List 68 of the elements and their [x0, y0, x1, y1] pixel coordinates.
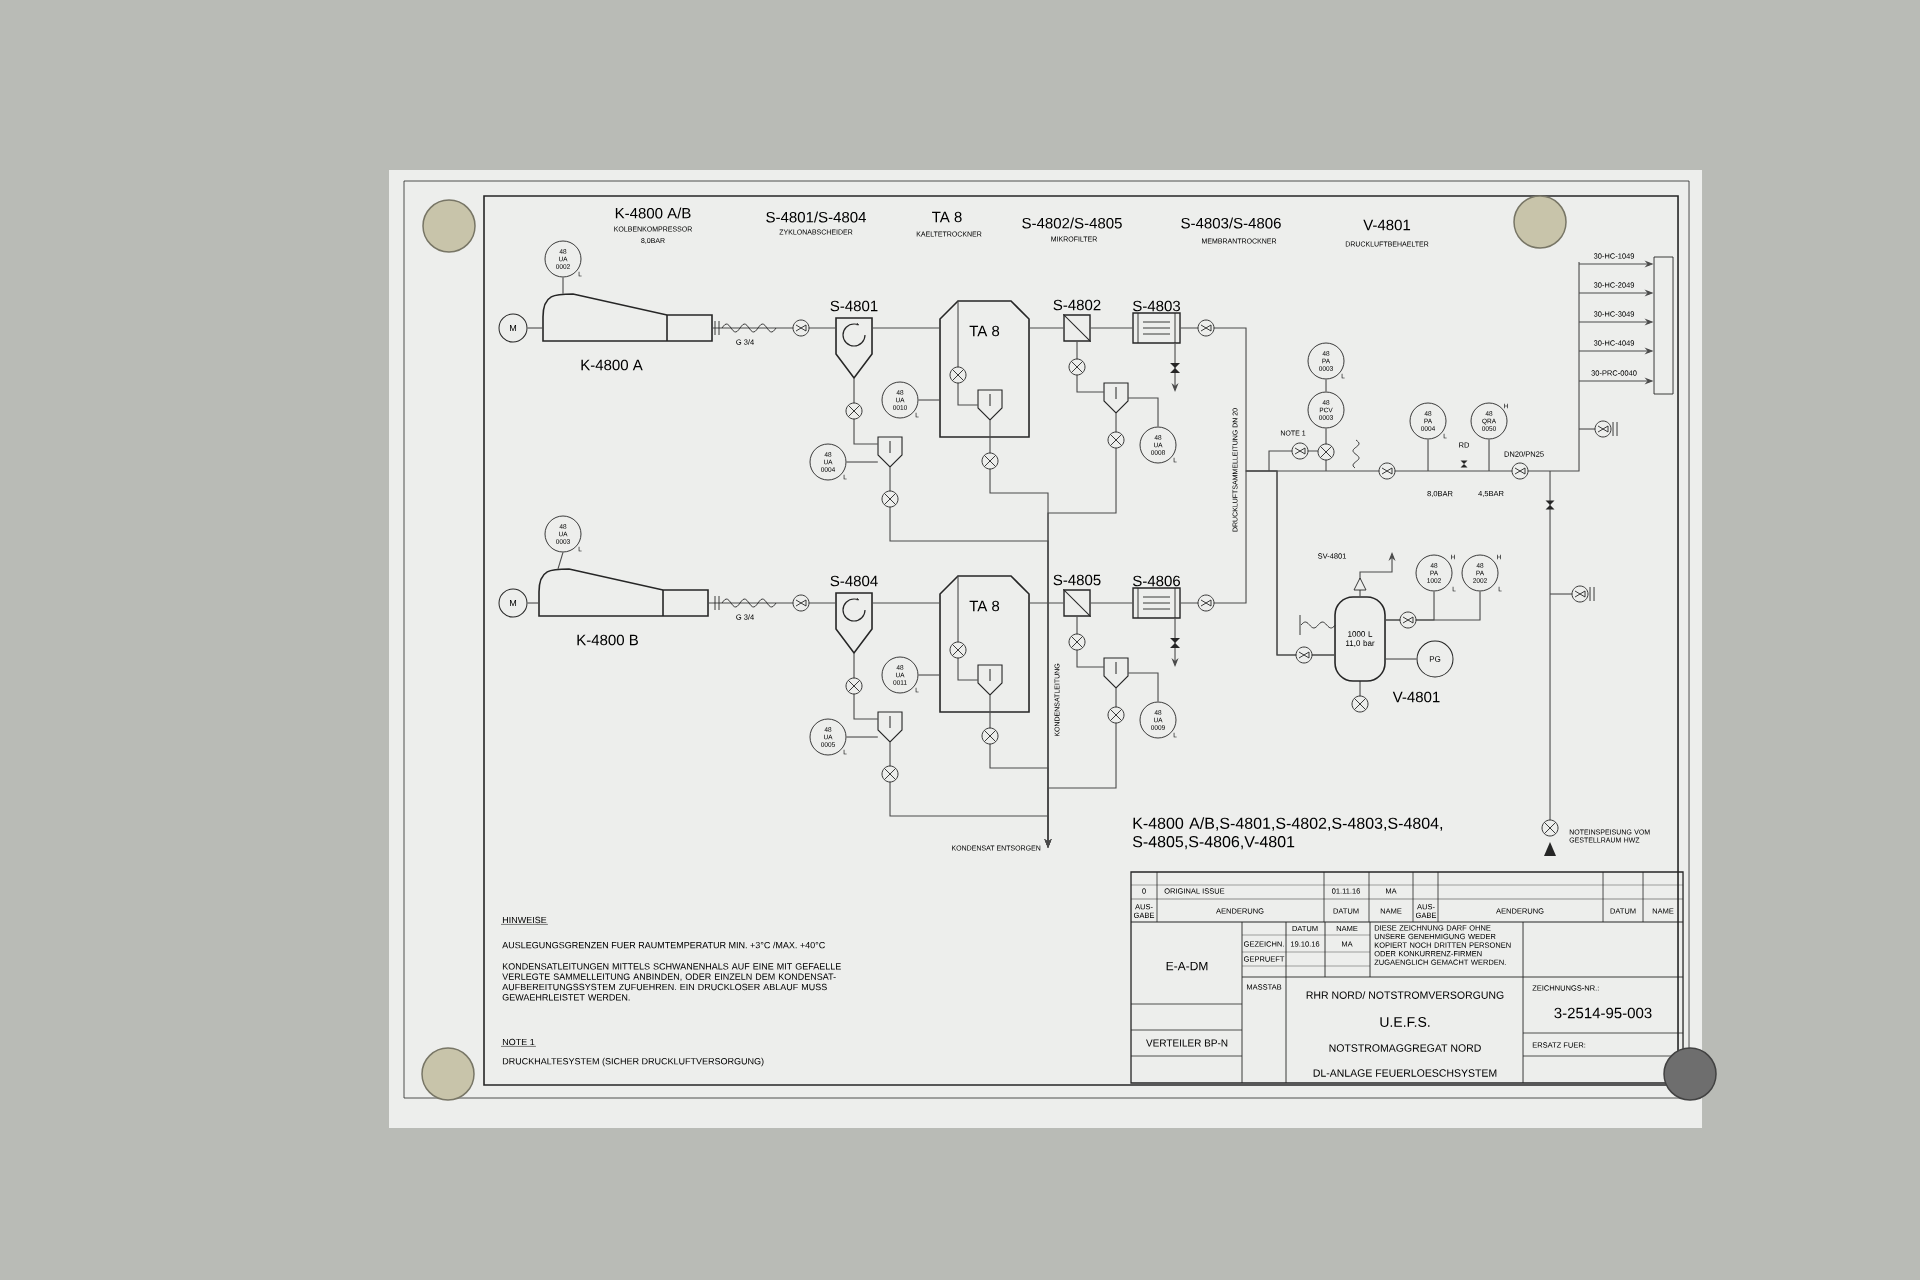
equipment-tag: K-4800 A/B — [615, 207, 691, 219]
compressor-drawing: K-4800 B — [538, 568, 709, 646]
dryer-vessel: TA 8 — [939, 300, 1030, 438]
connection-line — [1325, 427, 1327, 472]
connection-line — [1180, 470, 1335, 656]
connection-line — [707, 602, 837, 604]
connection-line — [1385, 658, 1418, 660]
connection-line — [1090, 327, 1133, 329]
drawing-title: RHR NORD/ NOTSTROMVERSORGUNG — [1306, 991, 1504, 999]
equipment-tag: S-4802/S-4805 — [1022, 217, 1122, 229]
connection-line — [1385, 590, 1481, 621]
connection-line — [1127, 397, 1159, 428]
dryer-vessel: TA 8 — [939, 575, 1030, 713]
condensate-trap — [977, 664, 1003, 696]
equipment-tag: V-4801 — [1392, 691, 1440, 703]
note-text: KONDENSATLEITUNGEN MITTELS SCHWANENHALS AUF EINE MIT GEFAELLE VERLEGTE SAMMELLEITUNG ANBINDEN, ODER EINZELN DEM KONDENSAT-AUFBEREITUNGSSYSTEM ZUFUEHREN. EIN DRUCKLOSER ABLAUF MUSS GEWAEHRLEISTET WERDEN. — [502, 963, 841, 1001]
connection-line — [845, 461, 879, 463]
note-heading: HINWEISE — [500, 916, 549, 925]
note-text: AUSLEGUNGSGRENZEN FUER RAUMTEMPERATUR MIN. +3°C /MAX. +40°C — [502, 941, 825, 949]
drawing-title: NOTSTROMAGGREGAT NORD — [1329, 1044, 1481, 1052]
connection-line — [1488, 438, 1490, 472]
connection-line — [1028, 327, 1064, 329]
condensate-trap — [877, 436, 903, 468]
condensate-trap — [877, 711, 903, 743]
connection-line — [853, 652, 879, 720]
connection-line — [557, 551, 564, 570]
drawing-number: 3-2514-95-003 — [1554, 1007, 1652, 1019]
condensate-trap — [1103, 657, 1129, 689]
connection-line — [871, 327, 941, 329]
note-heading: NOTE 1 — [500, 1038, 537, 1047]
connection-line — [711, 327, 837, 329]
drawing-title: U.E.F.S. — [1380, 1017, 1430, 1027]
connection-line — [1028, 602, 1064, 604]
condensate-trap — [1103, 382, 1129, 414]
cyclone-separator: S-4801 — [830, 300, 878, 380]
connection-line — [526, 327, 544, 329]
table-text: VERTEILER BP-N — [1146, 1039, 1228, 1047]
compressor-drawing: K-4800 A — [542, 293, 713, 371]
equipment-list: K-4800 A/B,S-4801,S-4802,S-4803,S-4804, S-4805,S-4806,V-4801 — [1132, 817, 1443, 850]
connection-line — [526, 602, 540, 604]
condensate-trap — [977, 389, 1003, 421]
connection-line — [1127, 672, 1159, 703]
node-label: K-4800 A — [581, 359, 643, 371]
pressure-gauge: PG — [1416, 640, 1454, 678]
cyclone-separator: S-4804 — [830, 575, 878, 655]
connection-line — [917, 674, 941, 676]
connection-line — [871, 602, 941, 604]
connection-line — [845, 736, 879, 738]
connection-line — [1090, 602, 1133, 604]
equipment-tag: V-4801 — [1363, 219, 1411, 231]
note-text: DRUCKHALTESYSTEM (SICHER DRUCKLUFTVERSORGUNG) — [502, 1057, 764, 1067]
connection-line — [1427, 438, 1429, 472]
equipment-tag: TA 8 — [932, 211, 962, 223]
node-label: K-4800 B — [577, 634, 638, 646]
connection-line — [1076, 341, 1105, 393]
connection-line — [957, 575, 979, 681]
connection-line — [1076, 616, 1105, 668]
table-text: E-A-DM — [1166, 961, 1208, 971]
terminal-panel — [1653, 256, 1674, 395]
equipment-tag: S-4803/S-4806 — [1181, 217, 1281, 229]
connection-line — [917, 399, 941, 401]
connection-line — [957, 300, 979, 406]
connection-line — [562, 276, 564, 295]
equipment-tag: S-4801/S-4804 — [766, 211, 866, 223]
connection-line — [853, 377, 879, 445]
pressure-vessel: 1000 L 11,0 bar — [1334, 596, 1386, 682]
drawing-title: DL-ANLAGE FEUERLOESCHSYSTEM — [1313, 1069, 1497, 1077]
connection-line — [1325, 378, 1327, 393]
